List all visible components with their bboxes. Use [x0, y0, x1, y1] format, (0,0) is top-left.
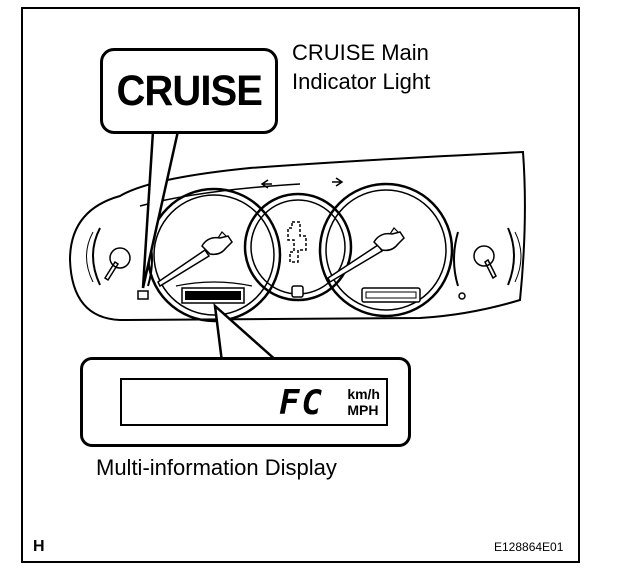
- lcd-unit-primary: km/h: [347, 386, 380, 402]
- corner-letter: H: [33, 538, 45, 555]
- tachometer-inner: [325, 189, 447, 311]
- turn-right-arrow: [332, 177, 344, 187]
- display-callout-pointer: [213, 302, 279, 363]
- cruise-indicator-lamp: [137, 290, 149, 300]
- tachometer-hub: [373, 231, 405, 252]
- tachometer-outer: [318, 182, 454, 318]
- cruise-callout-title-line1: CRUISE Main: [292, 40, 429, 65]
- lcd-units: km/h MPH: [347, 386, 380, 418]
- display-caption: Multi-information Display: [96, 455, 337, 480]
- right-gauge-hub: [473, 245, 495, 267]
- speedometer-needle: [157, 248, 211, 288]
- center-gauge-outer: [243, 192, 353, 302]
- cruise-callout-pointer: [141, 130, 180, 289]
- cluster-housing: [68, 150, 526, 322]
- center-indicator-square: [291, 285, 304, 298]
- left-gauge-needle: [103, 260, 120, 282]
- left-gauge-arc: [92, 227, 101, 286]
- speedometer-inner: [153, 194, 275, 316]
- tachometer-needle: [327, 243, 384, 284]
- right-gauge-arc: [507, 227, 515, 286]
- right-gauge-needle: [484, 258, 497, 280]
- speedometer-hub: [201, 235, 233, 256]
- illustration-frame: [21, 7, 580, 563]
- cruise-callout-title-line2: Indicator Light: [292, 69, 431, 94]
- shift-indicator: [287, 221, 307, 263]
- cruise-indicator-callout: CRUISE: [100, 48, 278, 134]
- tachometer-window: [361, 287, 421, 303]
- figure-code: E128864E01: [494, 540, 564, 554]
- lcd-unit-secondary: MPH: [347, 402, 379, 418]
- turn-left-arrow: [260, 179, 272, 189]
- multi-information-display-callout: FC km/h MPH: [80, 357, 411, 447]
- lcd-screen: FC km/h MPH: [120, 378, 388, 426]
- cruise-indicator-text: CRUISE: [116, 66, 262, 115]
- lcd-readout: FC: [279, 383, 324, 423]
- left-gauge-hub: [109, 247, 131, 269]
- cruise-callout-title: CRUISE Main Indicator Light: [292, 38, 430, 96]
